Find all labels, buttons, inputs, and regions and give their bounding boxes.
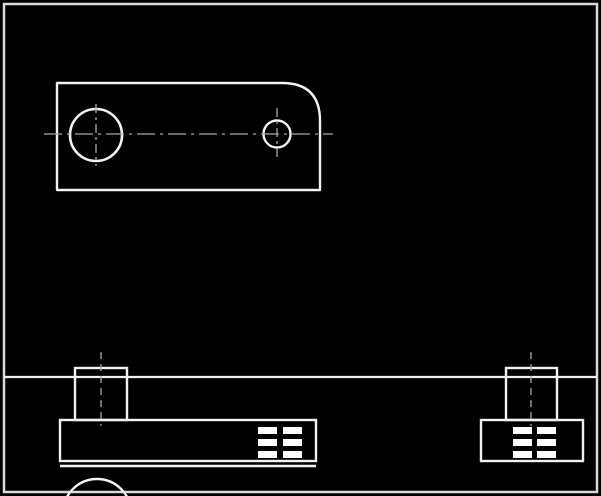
- thread-hatch-left: [258, 427, 302, 458]
- hatch-mark: [258, 439, 277, 446]
- front-view: [4, 366, 597, 496]
- hatch-mark: [513, 427, 532, 434]
- hatch-mark: [513, 451, 532, 458]
- hatch-mark: [283, 451, 302, 458]
- hatch-mark: [537, 427, 556, 434]
- stud-centerlines: [100, 352, 532, 426]
- left-block: [58, 418, 318, 463]
- hatch-mark: [283, 439, 302, 446]
- hatch-mark: [258, 451, 277, 458]
- hatch-mark: [537, 439, 556, 446]
- plate-outline: [55, 81, 322, 192]
- hatch-mark: [258, 427, 277, 434]
- hatch-mark: [513, 439, 532, 446]
- hatch-mark: [283, 427, 302, 434]
- top-view-centerlines: [44, 104, 333, 166]
- hatch-mark: [537, 451, 556, 458]
- left-bottom-arc: [66, 477, 128, 496]
- right-block: [479, 418, 585, 463]
- thread-hatch-right: [513, 427, 556, 458]
